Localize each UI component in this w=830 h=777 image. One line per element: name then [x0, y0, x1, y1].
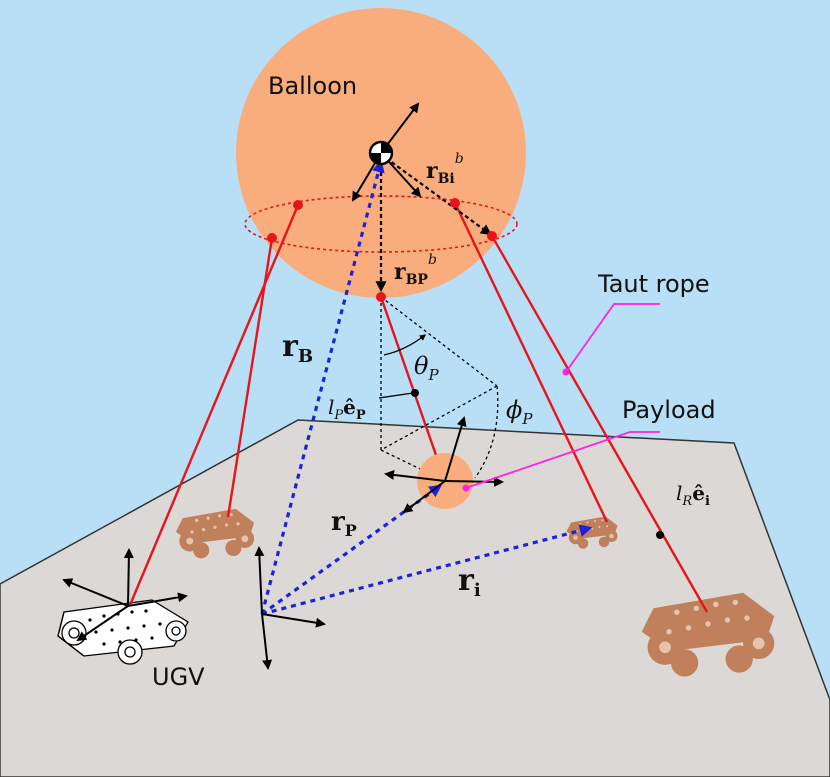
rope-midpoint-ugv — [656, 531, 664, 539]
r-i-label: ri — [458, 563, 481, 601]
ugv-frame-axes — [62, 548, 188, 642]
ugv-main — [57, 599, 189, 665]
r-bi-label: rBib — [426, 151, 464, 187]
ugv-label: UGV — [152, 663, 205, 691]
taut-rope-label: Taut rope — [597, 270, 710, 298]
lr-ei-label: lRêi — [676, 481, 710, 509]
ropes — [128, 202, 709, 613]
ground-plane — [0, 419, 830, 777]
r-p-label: rP — [331, 507, 357, 540]
balloon-body-vectors — [375, 157, 492, 293]
lp-ep-label: lPêP — [328, 395, 366, 423]
balloon-frame-axes — [351, 102, 422, 202]
attachment-nodes — [267, 198, 497, 302]
phi-p-label: ϕP — [506, 396, 533, 428]
r-b-label: rB — [282, 329, 313, 367]
r-bp-label: rBPb — [394, 252, 437, 288]
theta-arc — [383, 334, 427, 356]
payload-cone — [380, 296, 499, 482]
leader-lines — [378, 303, 660, 492]
payload-frame-axes — [384, 416, 504, 514]
balloon-label: Balloon — [268, 72, 357, 100]
inertial-frame-axes — [254, 546, 326, 670]
balloon-attachment-ellipse — [244, 195, 518, 253]
theta-p-label: θP — [414, 352, 439, 384]
payload-label: Payload — [622, 396, 716, 424]
rope-midpoint-payload — [411, 389, 419, 397]
